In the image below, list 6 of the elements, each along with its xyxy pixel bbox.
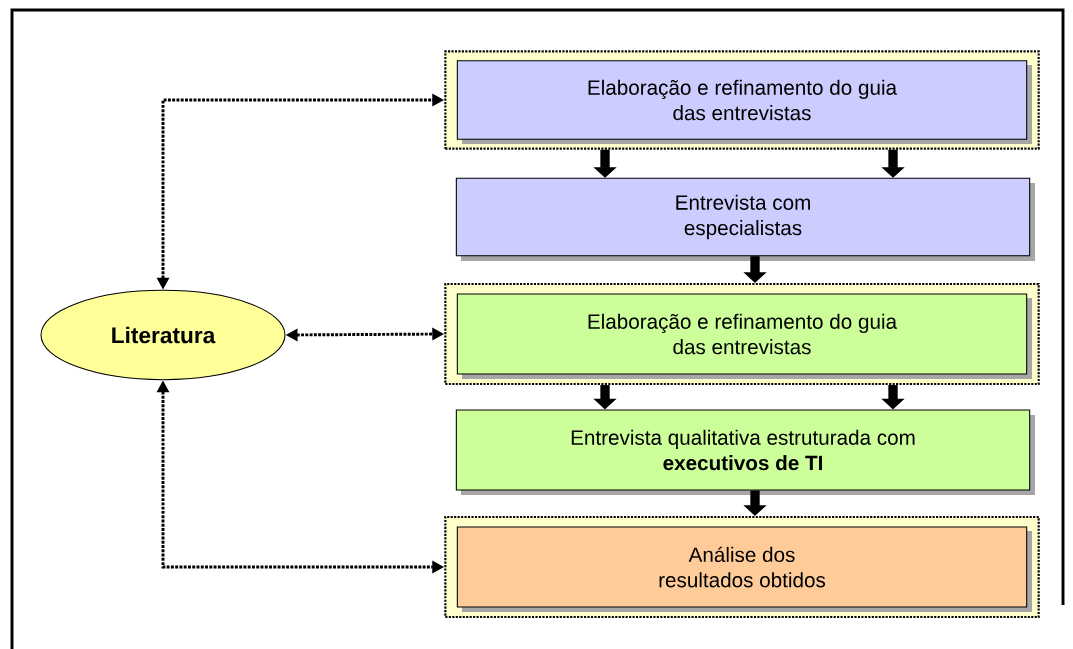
process-box: Análise dos resultados obtidos (456, 526, 1032, 612)
process-box: Elaboração e refinamento do guia das entrevistas (456, 293, 1032, 379)
process-box: Elaboração e refinamento do guia das entrevistas (456, 60, 1032, 144)
process-box: Entrevista qualitativa estruturada com executivos de TI (455, 409, 1035, 495)
process-box: Entrevista com especialistas (455, 177, 1035, 261)
oval-node: Literatura (40, 289, 286, 381)
